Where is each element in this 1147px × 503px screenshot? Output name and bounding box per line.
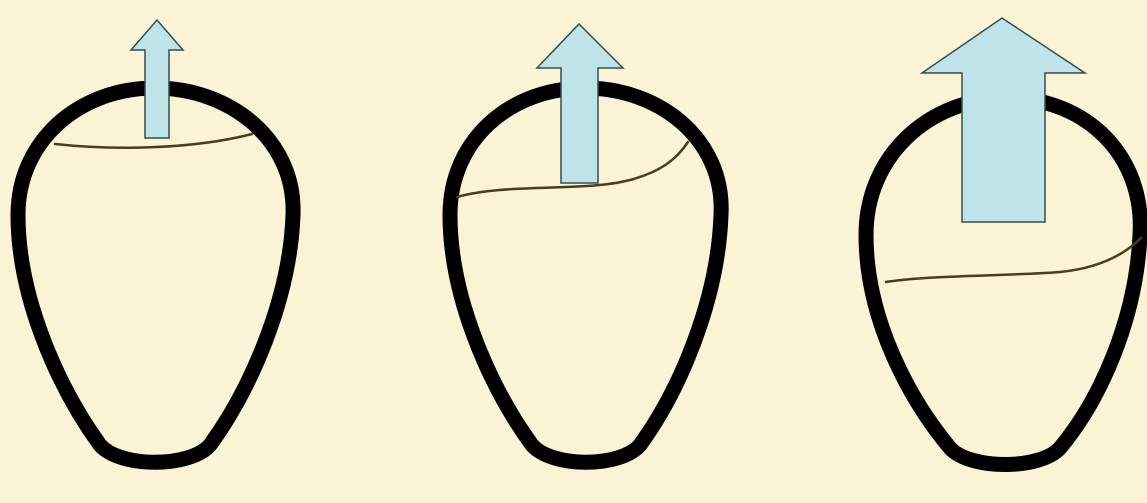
diagram-svg (0, 0, 1147, 503)
diagram-canvas (0, 0, 1147, 503)
